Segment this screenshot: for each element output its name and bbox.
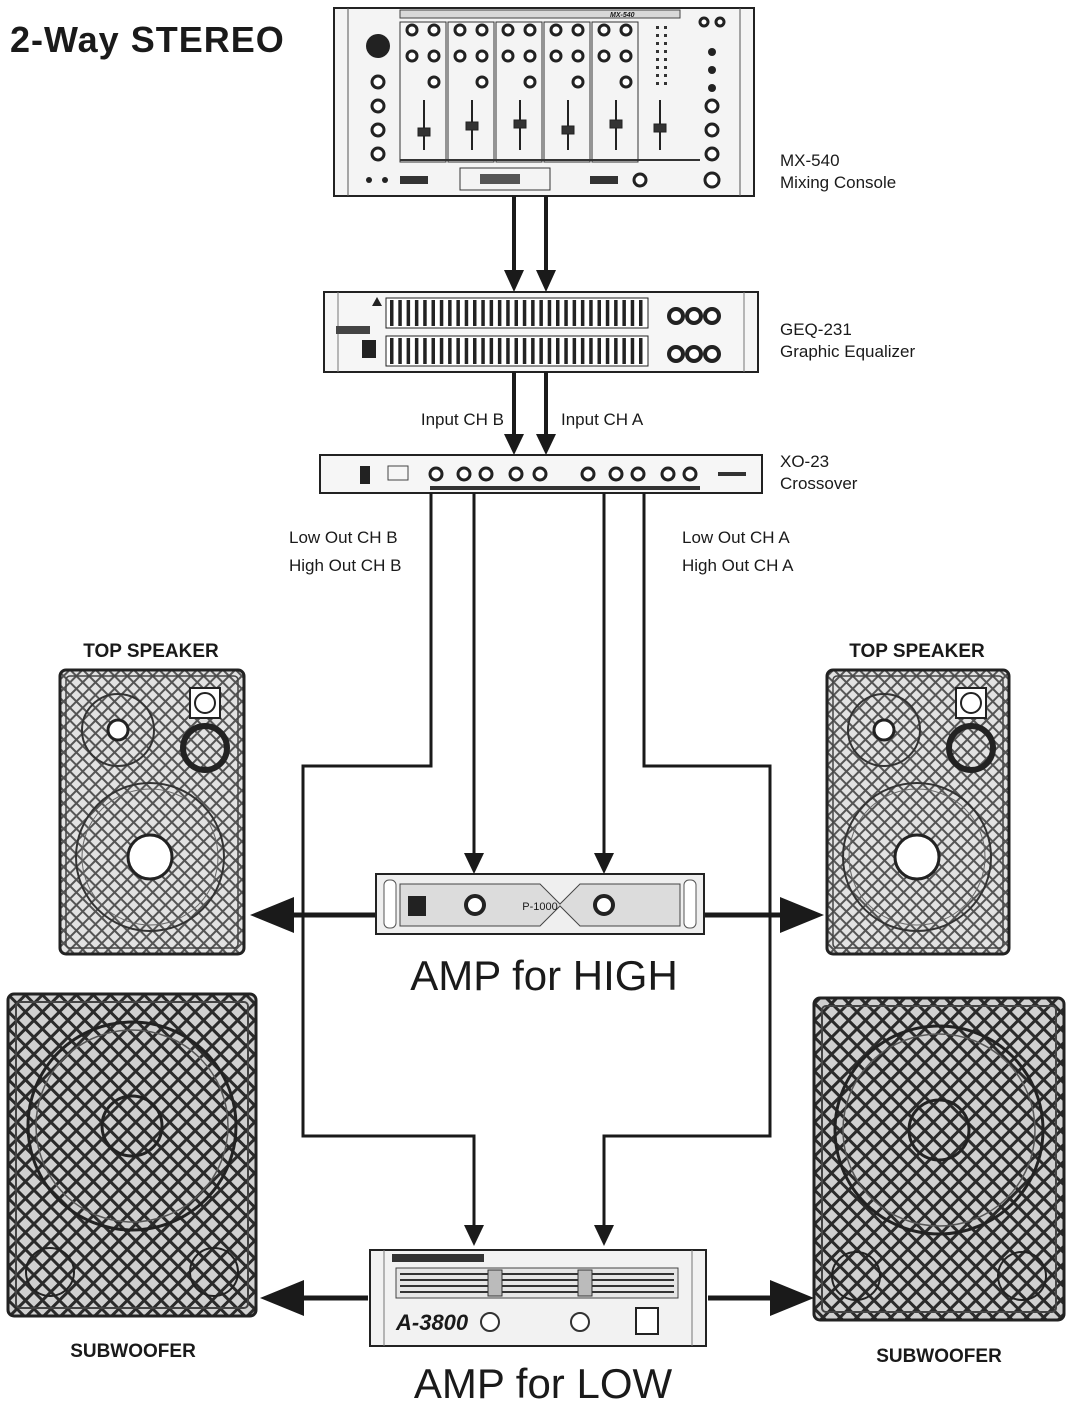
amp-low-device: A-3800 xyxy=(369,1249,707,1347)
mixer-to-eq-arrowheads xyxy=(504,270,556,292)
mixer-left-knobs xyxy=(370,74,386,162)
mixer-caption-model: MX-540 xyxy=(780,151,840,170)
amp-high-device: P-1000 xyxy=(375,873,705,935)
output-left-low-label: Low Out CH B xyxy=(289,528,398,547)
mixer-channel-strips xyxy=(399,21,639,163)
equalizer-device xyxy=(323,291,759,373)
crossover-input-b-label: Input CH B xyxy=(421,410,504,429)
mixer-channel-knobs xyxy=(405,23,633,89)
crossover-device xyxy=(319,454,763,494)
mixer-faders xyxy=(417,100,667,150)
top-speaker-right-label: TOP SPEAKER xyxy=(849,641,985,662)
subwoofer-left-label: SUBWOOFER xyxy=(70,1341,196,1362)
mixer-right-buttons xyxy=(708,48,716,92)
subwoofer-left xyxy=(6,992,258,1318)
equalizer-caption-desc: Graphic Equalizer xyxy=(780,342,915,361)
equalizer-caption-model: GEQ-231 xyxy=(780,320,852,339)
amp-low-model-label: A-3800 xyxy=(395,1310,469,1335)
crossover-output-arrowheads xyxy=(464,853,614,1246)
diagram-title: 2-Way STEREO xyxy=(10,19,285,60)
mixer-right-knobs xyxy=(698,16,726,162)
eq-knobs xyxy=(667,307,721,363)
top-speaker-left xyxy=(58,668,246,956)
eq-to-crossover-cables xyxy=(512,372,548,436)
amp-high-to-speakers xyxy=(250,897,824,933)
eq-sliders-top xyxy=(390,300,643,326)
mixer-caption-desc: Mixing Console xyxy=(780,173,896,192)
top-speaker-right xyxy=(825,668,1011,956)
mixer-meter xyxy=(656,26,667,85)
crossover-input-a-label: Input CH A xyxy=(561,410,644,429)
output-left-high-label: High Out CH B xyxy=(289,556,401,575)
mixer-brand-label: MX-540 xyxy=(610,12,635,19)
subwoofer-right xyxy=(812,996,1066,1322)
crossover-caption-desc: Crossover xyxy=(780,474,858,493)
subwoofer-right-label: SUBWOOFER xyxy=(876,1346,1002,1367)
mixer-device: MX-540 xyxy=(333,7,755,197)
crossover-caption-model: XO-23 xyxy=(780,452,829,471)
top-speaker-left-label: TOP SPEAKER xyxy=(83,641,219,662)
eq-to-crossover-arrowheads xyxy=(504,434,556,455)
output-right-low-label: Low Out CH A xyxy=(682,528,790,547)
amp-low-caption: AMP for LOW xyxy=(414,1360,673,1406)
eq-sliders-bottom xyxy=(390,338,643,364)
amp-high-model-label: P-1000 xyxy=(522,901,557,913)
amp-high-caption: AMP for HIGH xyxy=(410,952,678,999)
mixer-to-eq-cables xyxy=(512,196,548,272)
crossover-output-cables xyxy=(301,493,772,1226)
amp-low-to-speakers xyxy=(260,1280,814,1316)
crossover-knobs xyxy=(428,466,698,482)
output-right-high-label: High Out CH A xyxy=(682,556,794,575)
